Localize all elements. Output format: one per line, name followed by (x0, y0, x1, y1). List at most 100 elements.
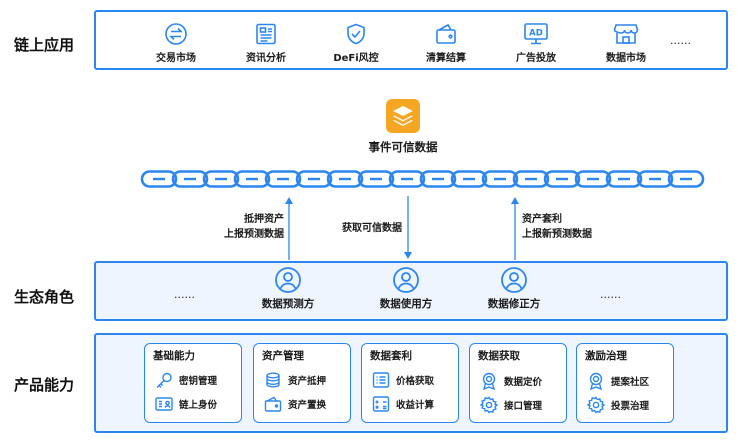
chain-link (388, 170, 426, 188)
role-label: 数据修正方 (487, 298, 541, 310)
card-item-label: 密钥管理 (179, 376, 218, 387)
card-item-label: 提案社区 (611, 377, 650, 388)
blockchain-chain (140, 170, 705, 188)
flow-text-left: 抵押资产 上报预测数据 (204, 212, 284, 242)
id-card-icon (155, 397, 173, 411)
list-icon (372, 372, 390, 388)
roles-more-left: ...... (174, 288, 195, 301)
card-item[interactable]: 接口管理 (480, 396, 542, 414)
medal-icon (482, 372, 496, 390)
flow-left-line1: 抵押资产 (244, 214, 284, 225)
chain-link (667, 170, 705, 188)
flow-right-line1: 资产套利 (522, 214, 562, 225)
chain-link (512, 170, 550, 188)
app-label: 数据市场 (606, 53, 646, 64)
roles-more-right: ...... (600, 288, 621, 301)
card-item[interactable]: 提案社区 (587, 372, 649, 390)
medal-icon (589, 372, 603, 390)
wallet-icon (264, 396, 282, 412)
chain-link (171, 170, 209, 188)
chain-link (295, 170, 333, 188)
ad-icon: AD (524, 23, 548, 45)
capability-card-basic[interactable]: 基础能力 密钥管理 链上身份 (144, 343, 242, 423)
center-label: 事件可信数据 (368, 140, 438, 154)
chain-link (605, 170, 643, 188)
app-label: 交易市场 (156, 53, 196, 64)
arrow-up-left (285, 197, 293, 260)
chain-link (326, 170, 364, 188)
card-item-label: 链上身份 (179, 400, 218, 411)
card-title: 基础能力 (153, 350, 195, 362)
app-label: DeFi风控 (333, 53, 379, 64)
chain-link (481, 170, 519, 188)
card-item[interactable]: 数据定价 (480, 372, 542, 390)
card-title: 数据获取 (478, 350, 520, 362)
card-item[interactable]: 收益计算 (372, 396, 434, 412)
svg-text:AD: AD (529, 29, 543, 39)
card-item-label: 价格获取 (396, 376, 435, 387)
chain-link (264, 170, 302, 188)
exchange-icon (165, 23, 187, 45)
store-icon (613, 24, 639, 44)
app-ads[interactable]: AD 广告投放 (491, 22, 581, 64)
wallet-icon (436, 23, 456, 44)
capability-card-assets[interactable]: 资产管理 资产抵押 资产置换 (253, 343, 351, 423)
app-label: 清算结算 (426, 53, 466, 64)
app-data-market[interactable]: 数据市场 (581, 22, 671, 64)
gear-icon (480, 396, 498, 414)
chain-link (450, 170, 488, 188)
capability-card-data[interactable]: 数据获取 数据定价 接口管理 (469, 343, 567, 423)
center-node (386, 99, 420, 133)
layers-icon (393, 106, 413, 126)
card-item[interactable]: 密钥管理 (155, 372, 217, 388)
card-item[interactable]: 价格获取 (372, 372, 434, 388)
chain-link (636, 170, 674, 188)
role-label: 数据预测方 (261, 298, 315, 310)
card-title: 资产管理 (262, 350, 304, 362)
card-item[interactable]: 链上身份 (155, 396, 217, 412)
chain-link (233, 170, 271, 188)
chain-link (202, 170, 240, 188)
apps-more: ...... (670, 34, 691, 47)
chain-link (357, 170, 395, 188)
row-label-ecosystem: 生态角色 (14, 288, 75, 306)
chain-link (543, 170, 581, 188)
user-icon (501, 267, 527, 293)
card-item-label: 资产置换 (288, 400, 327, 411)
role-corrector[interactable]: 数据修正方 (478, 266, 550, 311)
flow-text-middle: 获取可信数据 (342, 223, 402, 234)
chain-link (419, 170, 457, 188)
arrow-down-middle (404, 196, 412, 259)
card-item-label: 收益计算 (396, 400, 435, 411)
card-title: 激励治理 (585, 350, 627, 362)
app-label: 广告投放 (516, 53, 556, 64)
gear-icon (587, 396, 605, 414)
onchain-apps-band: 交易市场 资讯分析 DeFi风控 清算结算 AD 广告投放 (94, 10, 728, 70)
calculator-icon (372, 396, 390, 412)
arrow-up-right (511, 197, 519, 260)
card-item-label: 接口管理 (504, 401, 543, 412)
role-predictor[interactable]: 数据预测方 (252, 266, 324, 311)
flow-text-right: 资产套利 上报新预测数据 (522, 212, 592, 242)
shield-check-icon (347, 23, 365, 45)
key-icon (156, 372, 172, 388)
news-icon (256, 23, 276, 45)
flow-left-line2: 上报预测数据 (224, 229, 284, 240)
card-item[interactable]: 资产置换 (264, 396, 326, 412)
user-icon (393, 267, 419, 293)
card-item[interactable]: 投票治理 (587, 396, 649, 414)
role-consumer[interactable]: 数据使用方 (370, 266, 442, 311)
card-item[interactable]: 资产抵押 (264, 372, 326, 388)
capability-card-governance[interactable]: 激励治理 提案社区 投票治理 (576, 343, 674, 423)
capability-card-arbitrage[interactable]: 数据套利 价格获取 收益计算 (361, 343, 459, 423)
chain-link (574, 170, 612, 188)
row-label-onchain: 链上应用 (14, 36, 75, 54)
app-clearing[interactable]: 清算结算 (401, 22, 491, 64)
app-exchange[interactable]: 交易市场 (131, 22, 221, 64)
app-defi[interactable]: DeFi风控 (311, 22, 401, 64)
role-label: 数据使用方 (379, 298, 433, 310)
flow-right-line2: 上报新预测数据 (522, 229, 592, 240)
card-item-label: 投票治理 (611, 401, 650, 412)
app-news[interactable]: 资讯分析 (221, 22, 311, 64)
coins-icon (266, 372, 280, 388)
